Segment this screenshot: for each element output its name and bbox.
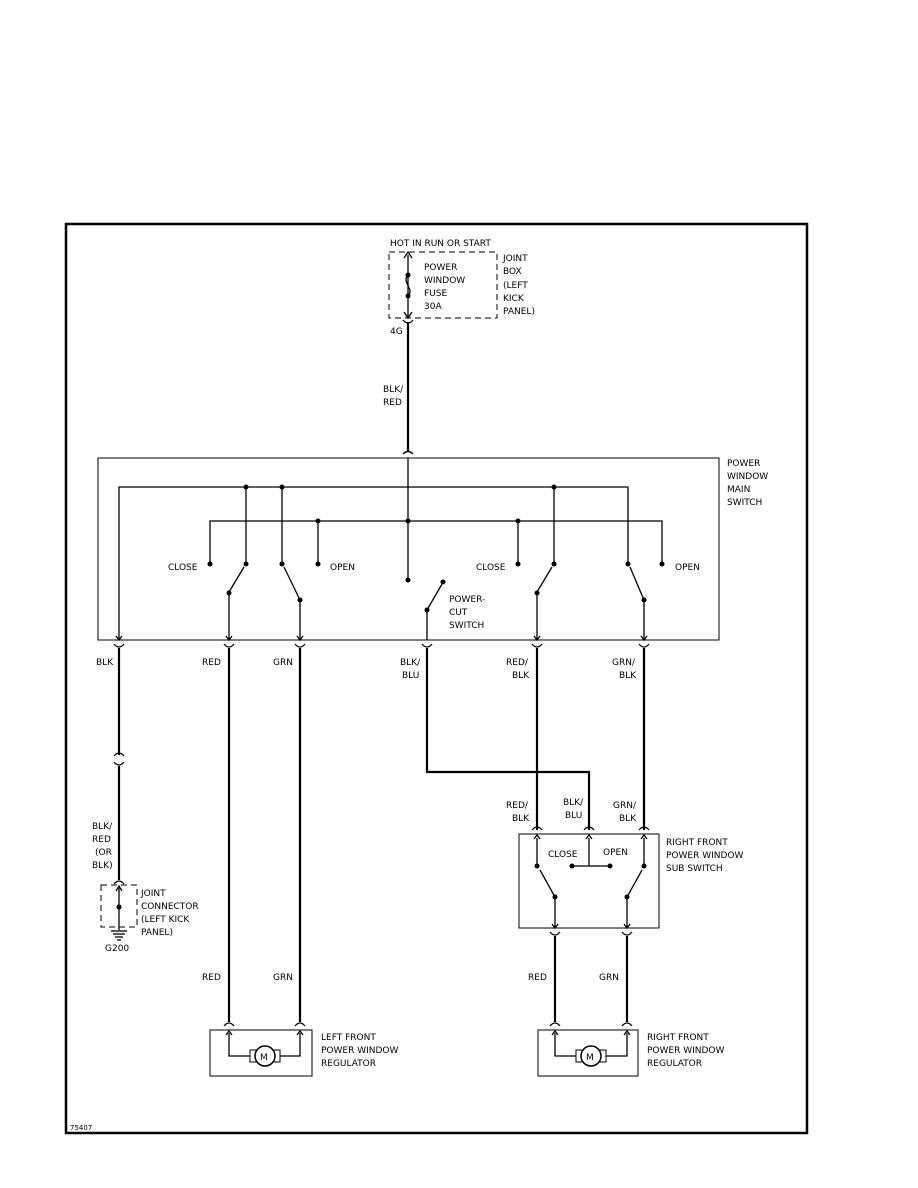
feed-wire-label-2: RED (383, 398, 402, 408)
power-cut-label-3: SWITCH (449, 621, 484, 631)
right-reg-red-label: RED (528, 973, 547, 983)
fuse-label-3: FUSE (424, 289, 447, 299)
joint-box-label-5: PANEL) (503, 307, 535, 317)
ground-g200-label: G200 (105, 944, 129, 954)
ground-wire-label-4: BLK) (92, 861, 113, 871)
wire-red-label: RED (202, 658, 221, 668)
left-reg-grn-label: GRN (273, 973, 293, 983)
fuse-icon (405, 274, 411, 297)
wire-grn-label: GRN (273, 658, 293, 668)
left-motor-icon (254, 1045, 276, 1067)
joint-connector-label-4: PANEL) (141, 928, 173, 938)
left-motor-label: M (260, 1053, 268, 1063)
joint-box-label-2: BOX (503, 267, 522, 277)
joint-box-label-3: (LEFT (503, 281, 528, 291)
joint-box-label-1: JOINT (502, 254, 528, 264)
left-regulator-label-2: POWER WINDOW (321, 1046, 399, 1056)
blk-blu-wire (425, 648, 591, 830)
sub-switch-label-2: POWER WINDOW (666, 851, 744, 861)
left-regulator: M LEFT FRONT POWER WINDOW REGULATOR (209, 1022, 399, 1077)
terminal-4g-label: 4G (390, 327, 403, 337)
main-switch-label-1: POWER (727, 459, 760, 469)
joint-connector: G200 JOINT CONNECTOR (LEFT KICK PANEL) (100, 880, 199, 954)
sub-switch-label-3: SUB SWITCH (666, 864, 723, 874)
figure-id: 75407 (70, 1124, 92, 1132)
wire-blk-label: BLK (96, 658, 114, 668)
right-motor-icon (580, 1045, 602, 1067)
power-cut-label-2: CUT (449, 608, 468, 618)
sub-switch-label-1: RIGHT FRONT (666, 838, 728, 848)
fuse-label-2: WINDOW (424, 276, 465, 286)
right-reg-grn-label: GRN (599, 973, 619, 983)
main-switch: POWER WINDOW MAIN SWITCH CLOSE OPEN CLOS… (97, 450, 768, 648)
fuse-label-4: 30A (424, 302, 442, 312)
left-regulator-label-1: LEFT FRONT (321, 1033, 376, 1043)
right-open-label: OPEN (675, 563, 700, 573)
wire-blk-blu-label-1: BLK/ (400, 658, 421, 668)
left-regulator-label-3: REGULATOR (321, 1059, 376, 1069)
sub-grn-blk-label-1: GRN/ (613, 801, 637, 811)
left-close-label: CLOSE (168, 563, 198, 573)
sub-switch: RIGHT FRONT POWER WINDOW SUB SWITCH CLOS… (518, 826, 744, 936)
left-reg-red-label: RED (202, 973, 221, 983)
wire-red-blk-label-1: RED/ (506, 658, 529, 668)
sub-blk-blu-label-1: BLK/ (563, 798, 584, 808)
feed-label: HOT IN RUN OR START (390, 239, 491, 249)
joint-connector-label-1: JOINT (140, 889, 166, 899)
right-regulator-label-2: POWER WINDOW (647, 1046, 725, 1056)
main-switch-label-2: WINDOW (727, 472, 768, 482)
sub-grn-blk-label-2: BLK (619, 814, 637, 824)
wire-blk-blu-label-2: BLU (402, 671, 419, 681)
sub-close-label: CLOSE (548, 850, 578, 860)
joint-connector-label-3: (LEFT KICK (141, 915, 190, 925)
right-close-label: CLOSE (476, 563, 506, 573)
joint-box-label-4: KICK (503, 294, 525, 304)
power-cut-switch: POWER- CUT SWITCH (424, 579, 485, 640)
ground-icon (111, 930, 127, 941)
joint-box-outline (388, 251, 498, 319)
sub-red-blk-label-1: RED/ (506, 801, 529, 811)
ground-wire-label-2: RED (92, 835, 111, 845)
sub-red-blk-label-2: BLK (512, 814, 530, 824)
right-motor-label: M (586, 1053, 594, 1063)
main-switch-label-3: MAIN (727, 485, 750, 495)
right-regulator: M RIGHT FRONT POWER WINDOW REGULATOR (537, 1022, 725, 1077)
left-open-label: OPEN (330, 563, 355, 573)
main-switch-label-4: SWITCH (727, 498, 762, 508)
left-window-switch (226, 566, 303, 640)
fuse-label-1: POWER (424, 263, 457, 273)
wire-grn-blk-label-1: GRN/ (612, 658, 636, 668)
ground-wire-label-3: (OR (95, 848, 112, 858)
wire-grn-blk-label-2: BLK (619, 671, 637, 681)
power-cut-label-1: POWER- (449, 595, 485, 605)
right-regulator-label-3: REGULATOR (647, 1059, 702, 1069)
diagram-frame (64, 222, 809, 1135)
ground-wire-label-1: BLK/ (92, 822, 113, 832)
wire-red-blk-label-2: BLK (512, 671, 530, 681)
joint-connector-label-2: CONNECTOR (141, 902, 199, 912)
right-window-switch (534, 566, 647, 640)
sub-open-label: OPEN (603, 848, 628, 858)
joint-box: HOT IN RUN OR START POWER WINDOW FUSE 30… (388, 239, 535, 337)
sub-blk-blu-label-2: BLU (565, 811, 582, 821)
feed-wire-label-1: BLK/ (383, 385, 404, 395)
right-regulator-label-1: RIGHT FRONT (647, 1033, 709, 1043)
